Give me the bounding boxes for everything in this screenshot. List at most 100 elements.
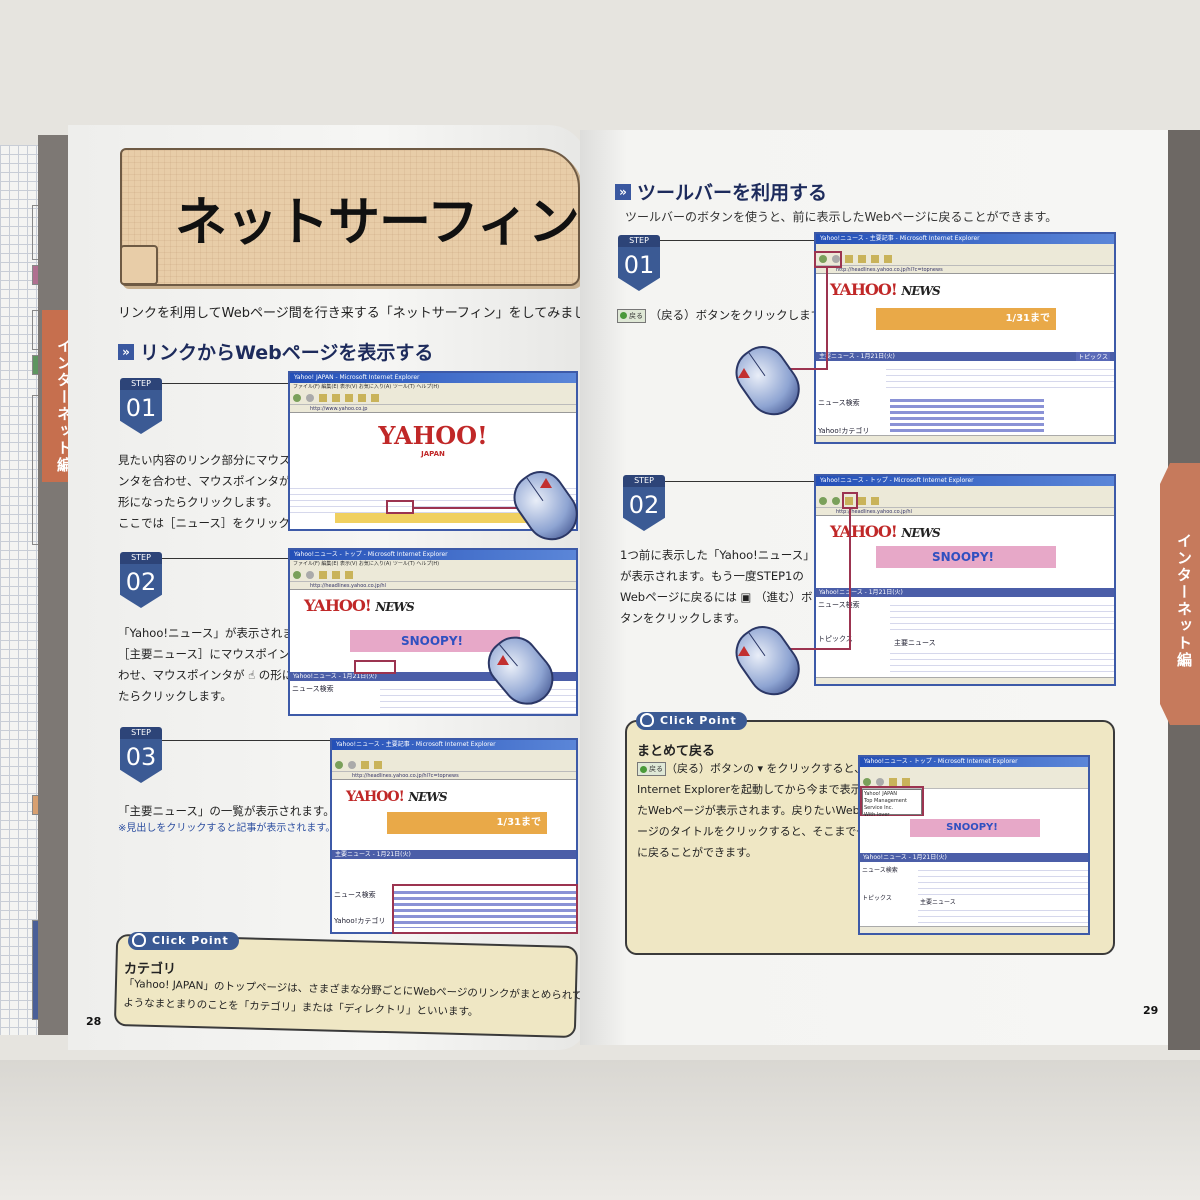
step-connector — [665, 481, 815, 482]
news-search-label: ニュース検索 — [334, 891, 376, 899]
home-icon — [871, 254, 879, 263]
click-point-body: 戻る（戻る）ボタンの ▾ をクリックすると、 Internet Explorer… — [637, 758, 878, 863]
menu-bar: ファイル(F) 編集(E) 表示(V) お気に入り(A) ツール(T) ヘルプ(… — [290, 560, 576, 568]
news-bar: Yahoo!ニュース - 1月21日(火) — [816, 588, 1114, 597]
text-line: 「主要ニュース」の一覧が表示されます。 — [118, 804, 335, 818]
back-button-label: 戻る — [629, 311, 643, 320]
headline-list — [394, 888, 576, 928]
history-item[interactable]: With lover — [864, 812, 890, 818]
cursor-arrow-icon — [738, 368, 750, 378]
screenshot-main-news-list: Yahoo!ニュース - 主要記事 - Microsoft Internet E… — [330, 738, 578, 934]
news-bar: Yahoo!ニュース - 1月21日(火) — [860, 853, 1088, 862]
toolbar — [290, 391, 576, 405]
category-label: Yahoo!カテゴリ — [334, 917, 386, 925]
yellow-strip — [335, 513, 531, 523]
text-line: が表示されます。もう一度STEP1の — [620, 569, 804, 583]
window-title: Yahoo!ニュース - 主要記事 - Microsoft Internet E… — [816, 234, 1114, 244]
back-icon — [293, 570, 301, 579]
ad-banner: SNOOPY! — [350, 630, 520, 652]
text-line: （戻る）ボタンをクリックします。 — [649, 308, 833, 322]
title-banner — [120, 148, 580, 286]
logo-text: YAHOO! — [378, 421, 488, 450]
menu-bar: ファイル(F) 編集(E) 表示(V) お気に入り(A) ツール(T) ヘルプ(… — [290, 383, 576, 391]
step-connector — [162, 558, 290, 559]
logo-text: YAHOO! — [830, 280, 898, 299]
logo-sub: NEWS — [375, 600, 414, 614]
back-icon — [819, 496, 827, 505]
double-chevron-icon: » — [615, 183, 631, 200]
highlight-connector — [826, 268, 828, 368]
step-badge-02: STEP 02 — [623, 475, 665, 531]
screenshot-history-dropdown: Yahoo!ニュース - トップ - Microsoft Internet Ex… — [858, 755, 1090, 935]
back-icon — [819, 254, 827, 263]
yahoo-logo: YAHOO! JAPAN — [290, 413, 576, 458]
page-title-main: ネットサーフィン — [175, 193, 580, 253]
toolbar — [816, 494, 1114, 508]
step-01-instructions: 見たい内容のリンク部分にマウスポイ ンタを合わせ、マウスポインタが ☝ の 形に… — [118, 450, 335, 534]
text-line: 1つ前に表示した「Yahoo!ニュース」 — [620, 548, 815, 562]
step-badge-02: STEP 02 — [120, 552, 162, 608]
step-note: ※見出しをクリックすると記事が表示されます。 — [118, 823, 336, 834]
text-line: たWebページが表示されます。戻りたいWebペ — [637, 804, 871, 817]
click-point-tag: Click Point — [128, 932, 239, 950]
yahoo-news-logo: YAHOO! NEWS — [332, 780, 576, 805]
yahoo-news-logo: YAHOO! NEWS — [290, 590, 576, 615]
text-line: たらクリックします。 — [118, 689, 232, 703]
highlight-connector — [414, 507, 534, 509]
home-icon — [871, 496, 879, 505]
screenshot-news-top-again: Yahoo!ニュース - トップ - Microsoft Internet Ex… — [814, 474, 1116, 686]
pr-links — [886, 364, 1114, 388]
window-title: Yahoo!ニュース - 主要記事 - Microsoft Internet E… — [332, 740, 576, 750]
home-icon — [345, 393, 353, 402]
ad-banner: 1/31まで — [387, 812, 547, 834]
screenshot-main-news: Yahoo!ニュース - 主要記事 - Microsoft Internet E… — [814, 232, 1116, 444]
text-line: ージのタイトルをクリックすると、そこまで一度 — [637, 825, 879, 838]
main-news-label: 主要ニュース — [920, 899, 956, 906]
back-icon — [863, 777, 871, 786]
news-search-label: ニュース検索 — [862, 867, 898, 874]
table-surface — [0, 1060, 1200, 1200]
toolbar — [860, 775, 1088, 789]
home-icon — [902, 777, 910, 786]
history-item[interactable]: Top Management Service Inc. — [864, 798, 907, 811]
text-line-part: （戻る）ボタンの ▾ をクリックすると、 — [666, 762, 866, 775]
section-heading-text: ツールバーを利用する — [637, 182, 828, 204]
refresh-icon — [332, 570, 340, 579]
search-icon — [884, 254, 892, 263]
screenshot-yahoo-japan: Yahoo! JAPAN - Microsoft Internet Explor… — [288, 371, 578, 531]
forward-icon — [348, 760, 356, 769]
text-line: ［主要ニュース］にマウスポインタを合 — [118, 647, 325, 661]
news-search-label: ニュース検索 — [818, 601, 860, 609]
home-icon — [345, 570, 353, 579]
topics-label: トピックス — [862, 895, 892, 902]
topics-badge: トピックス — [1076, 352, 1110, 361]
refresh-icon — [858, 496, 866, 505]
mouse-icon — [132, 933, 146, 947]
highlight-headline-list — [392, 884, 578, 934]
step-badge-01: STEP 01 — [618, 235, 660, 291]
back-icon — [335, 760, 343, 769]
history-item[interactable]: Yahoo! JAPAN — [864, 791, 897, 797]
logo-text: YAHOO! — [304, 596, 372, 615]
favorites-icon — [371, 393, 379, 402]
book-spine-edge-left — [38, 135, 68, 1035]
text-line: Webページに戻るには ▣ （進む）ボ — [620, 590, 813, 604]
stop-icon — [361, 760, 369, 769]
toolbar — [290, 568, 576, 582]
news-search-label: ニュース検索 — [292, 685, 334, 693]
step-number: 02 — [623, 487, 665, 531]
step-01-instructions: 戻る （戻る）ボタンをクリックします。 — [617, 305, 833, 326]
step-number: 03 — [120, 739, 162, 783]
forward-icon — [832, 254, 840, 263]
text-line: ンタを合わせ、マウスポインタが ☝ の — [118, 474, 317, 488]
topics-label: トピックス — [818, 635, 853, 643]
ad-banner: 1/31まで — [876, 308, 1056, 330]
history-dropdown[interactable]: Yahoo! JAPAN Top Management Service Inc.… — [862, 789, 922, 818]
window-title: Yahoo!ニュース - トップ - Microsoft Internet Ex… — [860, 757, 1088, 767]
window-title: Yahoo!ニュース - トップ - Microsoft Internet Ex… — [816, 476, 1114, 486]
menu-bar — [332, 750, 576, 758]
text-line: タンをクリックします。 — [620, 611, 746, 625]
section-subtitle: ツールバーのボタンを使うと、前に表示したWebページに戻ることができます。 — [625, 210, 1058, 224]
toolbar — [332, 758, 576, 772]
chapter-tab-right: インターネット編 — [1160, 463, 1200, 725]
